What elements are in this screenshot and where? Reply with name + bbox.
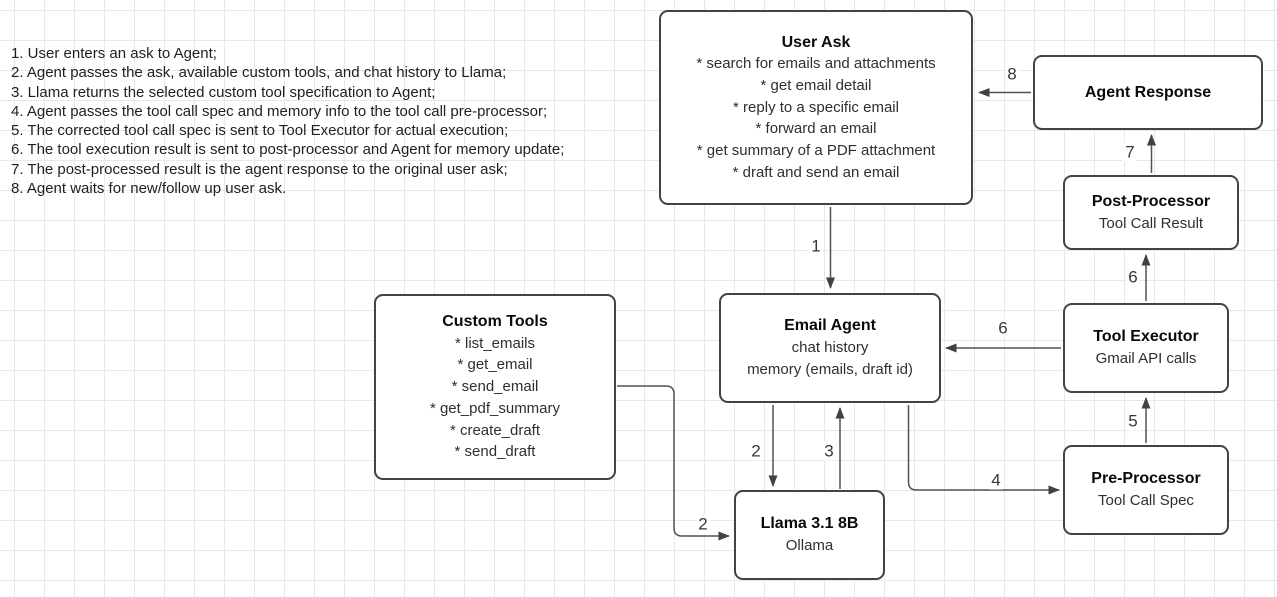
user-ask-item: * forward an email bbox=[755, 120, 877, 138]
user-ask-item: * reply to a specific email bbox=[733, 98, 899, 116]
node-pre-processor[interactable]: Pre-Processor Tool Call Spec bbox=[1063, 445, 1229, 535]
workflow-notes: 1. User enters an ask to Agent; 2. Agent… bbox=[11, 44, 564, 198]
custom-tool-item: * create_draft bbox=[449, 421, 541, 439]
note-line-1: 1. User enters an ask to Agent; bbox=[11, 45, 217, 62]
node-subtitle: Tool Call Result bbox=[1098, 214, 1204, 232]
user-ask-item: * get summary of a PDF attachment bbox=[696, 142, 936, 160]
edge-label-step6-executor-agent: 6 bbox=[996, 318, 1010, 338]
custom-tool-item: * list_emails bbox=[454, 334, 536, 352]
edge-label-step3: 3 bbox=[822, 441, 836, 461]
node-title: Llama 3.1 8B bbox=[760, 515, 859, 533]
node-agent-response[interactable]: Agent Response bbox=[1033, 55, 1263, 130]
note-line-3: 3. Llama returns the selected custom too… bbox=[11, 83, 436, 101]
node-subtitle: Gmail API calls bbox=[1095, 350, 1197, 367]
node-title: Agent Response bbox=[1084, 83, 1212, 101]
arrow-step4-emailagent-to-preprocessor bbox=[907, 405, 1060, 495]
node-post-processor[interactable]: Post-Processor Tool Call Result bbox=[1063, 175, 1239, 250]
edge-label-step2-agent-llama: 2 bbox=[749, 441, 763, 461]
edge-label-step8: 8 bbox=[1005, 64, 1019, 84]
node-user-ask[interactable]: User Ask * search for emails and attachm… bbox=[659, 10, 973, 205]
user-ask-item: * draft and send an email bbox=[732, 163, 900, 181]
edge-label-step1: 1 bbox=[809, 236, 823, 256]
node-subtitle: Tool Call Spec bbox=[1098, 492, 1194, 509]
note-line-8: 8. Agent waits for new/follow up user as… bbox=[11, 180, 287, 198]
email-agent-line: memory (emails, draft id) bbox=[747, 360, 913, 378]
note-line-4: 4. Agent passes the tool call spec and m… bbox=[11, 102, 548, 120]
note-line-2: 2. Agent passes the ask, available custo… bbox=[11, 64, 507, 82]
node-custom-tools[interactable]: Custom Tools * list_emails * get_email *… bbox=[374, 294, 616, 480]
node-title: Post-Processor bbox=[1091, 192, 1211, 210]
edge-label-step6-executor-post: 6 bbox=[1126, 267, 1140, 287]
edge-label-step7: 7 bbox=[1123, 142, 1137, 162]
node-title: Pre-Processor bbox=[1091, 470, 1201, 488]
edge-label-step5: 5 bbox=[1126, 411, 1140, 431]
email-agent-line: chat history bbox=[791, 339, 869, 357]
arrow-step2-customtools-to-llama bbox=[617, 385, 730, 541]
user-ask-item: * search for emails and attachments bbox=[696, 55, 936, 73]
node-title: Tool Executor bbox=[1093, 328, 1199, 346]
node-llama[interactable]: Llama 3.1 8B Ollama bbox=[734, 490, 885, 580]
note-line-6: 6. The tool execution result is sent to … bbox=[11, 141, 565, 159]
node-email-agent[interactable]: Email Agent chat history memory (emails,… bbox=[719, 293, 941, 403]
custom-tool-item: * get_email bbox=[457, 356, 533, 374]
node-subtitle: Ollama bbox=[785, 537, 834, 554]
note-line-5: 5. The corrected tool call spec is sent … bbox=[11, 122, 509, 140]
custom-tool-item: * send_draft bbox=[454, 443, 536, 461]
note-line-7: 7. The post-processed result is the agen… bbox=[11, 160, 508, 178]
custom-tool-item: * get_pdf_summary bbox=[429, 399, 561, 417]
node-title: Email Agent bbox=[784, 317, 876, 335]
node-tool-executor[interactable]: Tool Executor Gmail API calls bbox=[1063, 303, 1229, 393]
user-ask-item: * get email detail bbox=[760, 76, 872, 94]
edge-label-step4: 4 bbox=[989, 470, 1003, 490]
custom-tool-item: * send_email bbox=[451, 378, 539, 396]
node-title: Custom Tools bbox=[442, 313, 548, 331]
edge-label-step2-tools-llama: 2 bbox=[696, 514, 710, 534]
node-title: User Ask bbox=[781, 33, 851, 51]
